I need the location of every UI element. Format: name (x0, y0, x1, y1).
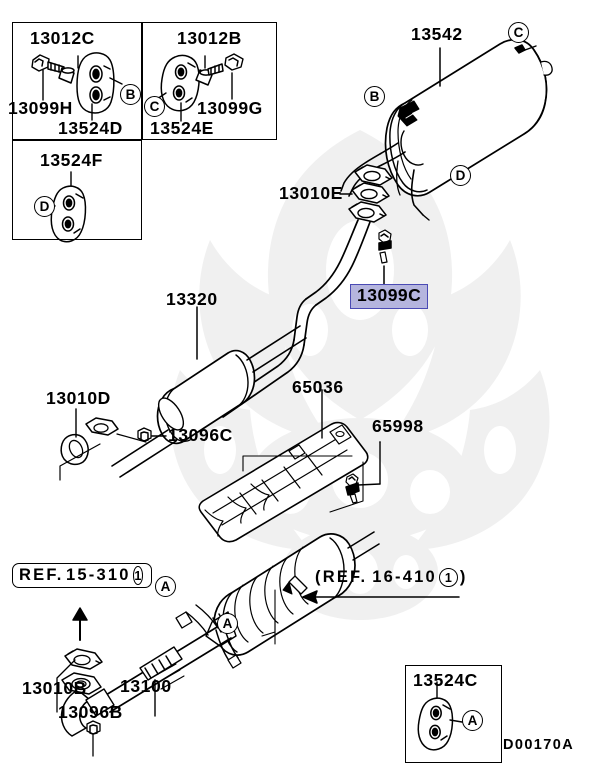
hanger-bolt-13099c-art (378, 229, 392, 264)
callout-b-box1: B (120, 84, 141, 105)
callout-c-box2: C (144, 96, 165, 117)
callout-a-lower: A (217, 613, 238, 634)
catalytic-converter-art (205, 531, 380, 656)
label-65998: 65998 (372, 416, 424, 436)
label-13524d: 13524D (58, 118, 123, 138)
ref-right-open: ( (315, 568, 323, 586)
inset-box-13524c (405, 665, 502, 763)
ref-16-410-arrow (282, 575, 460, 604)
label-13524e: 13524E (150, 118, 214, 138)
callout-c-muffler: C (508, 22, 529, 43)
label-13099h: 13099H (8, 98, 73, 118)
heat-shield-bolt-art (345, 441, 381, 504)
inset-art-13012b (153, 53, 244, 122)
inset-box-13524f (12, 140, 142, 240)
label-13012c: 13012C (30, 28, 95, 48)
inset-art-13012c (31, 52, 123, 121)
callout-d-muffler: D (450, 165, 471, 186)
resonator-art (111, 325, 307, 478)
inset-art-13524c (417, 681, 463, 751)
label-13320: 13320 (166, 289, 218, 309)
callout-a-box4: A (462, 710, 483, 731)
label-13096c: 13096C (168, 425, 233, 445)
label-65036: 65036 (292, 377, 344, 397)
label-13100: 13100 (120, 676, 172, 696)
callout-a-left: A (155, 576, 176, 597)
ref-right-number: 16-410 (372, 568, 437, 586)
ref-left-prefix: REF. (19, 566, 64, 584)
label-leader-lines (154, 47, 441, 681)
ref-15-310-box[interactable]: REF. 15-310 1 (12, 563, 152, 588)
ref-right-prefix: REF. (322, 568, 368, 586)
inset-box-13012b (142, 22, 277, 140)
label-13010d: 13010D (46, 388, 111, 408)
center-gasket-art (59, 408, 167, 481)
front-pipe-art (56, 589, 276, 757)
label-13542: 13542 (411, 24, 463, 44)
label-13524c: 13524C (413, 670, 478, 690)
label-13010b: 13010B (22, 678, 87, 698)
callout-b-muffler: B (364, 86, 385, 107)
callout-d-box3: D (34, 196, 55, 217)
ref-left-number: 15-310 (66, 566, 131, 584)
label-13010e: 13010E (279, 183, 343, 203)
label-13099c-highlighted[interactable]: 13099C (350, 284, 429, 309)
inset-box-13012c (12, 22, 142, 140)
ref-left-circled-number: 1 (132, 566, 143, 585)
ref-right-close: ) (459, 568, 468, 586)
muffler-art (384, 38, 553, 221)
ref-right-circled-number: 1 (438, 568, 458, 588)
rear-pipe-art (212, 142, 406, 418)
label-13096b: 13096B (58, 702, 123, 722)
heat-shield-art (198, 389, 369, 543)
label-13012b: 13012B (177, 28, 242, 48)
label-13524f: 13524F (40, 150, 103, 170)
diagram-code: D00170A (503, 737, 575, 753)
label-13099g: 13099G (197, 98, 263, 118)
